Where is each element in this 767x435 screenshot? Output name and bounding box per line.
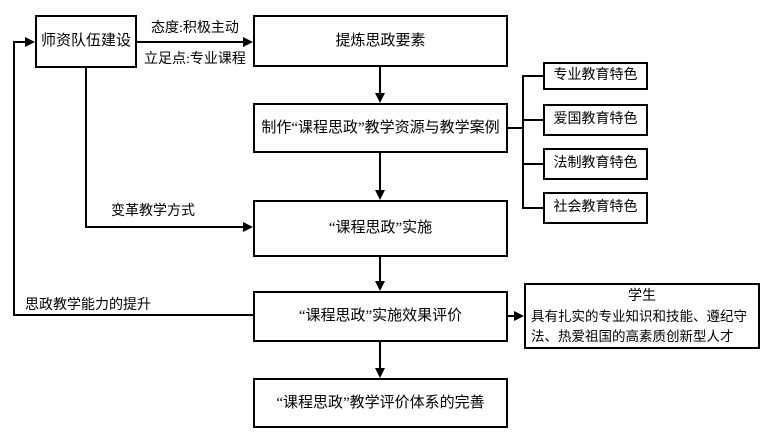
bracket-stub-social (522, 207, 543, 209)
bracket-stub-professional (522, 75, 543, 77)
edge-label-ability-improvement: 思政教学能力的提升 (25, 298, 151, 313)
bracket-vertical-line (522, 75, 524, 209)
edge-teacher-to-extract-line (137, 41, 245, 43)
edge-evaluation-to-system-arrowhead (375, 368, 385, 378)
edge-extract-to-create-arrowhead (375, 93, 385, 103)
box-extract-elements: 提炼思政要素 (253, 15, 508, 67)
edge-transform-horizontal-line (85, 226, 245, 228)
bracket-stub-patriotic (522, 119, 543, 121)
edge-feedback-top-line (13, 41, 26, 43)
edge-label-attitude: 态度:积极主动 (151, 21, 239, 36)
box-students-title: 学生 (628, 289, 656, 304)
box-feature-patriotic-label: 爱国教育特色 (553, 112, 638, 128)
edge-feedback-arrowhead (25, 37, 35, 47)
box-create-resources: 制作“课程思政”教学资源与教学案例 (253, 103, 508, 153)
bracket-stub-legal (522, 163, 543, 165)
edge-feedback-vertical-line (13, 41, 15, 316)
box-feature-legal: 法制教育特色 (543, 148, 648, 180)
edge-implementation-to-evaluation-arrowhead (375, 281, 385, 291)
box-feature-patriotic: 爱国教育特色 (543, 104, 648, 136)
edge-label-transform-teaching: 变革教学方式 (111, 204, 195, 219)
box-implementation: “课程思政”实施 (253, 200, 508, 257)
edge-extract-to-create-line (379, 67, 381, 94)
box-feature-professional: 专业教育特色 (543, 62, 648, 90)
box-extract-elements-label: 提炼思政要素 (335, 32, 426, 49)
edge-teacher-to-extract-arrowhead (243, 37, 253, 47)
edge-feedback-horizontal-line (13, 314, 253, 316)
box-implementation-label: “课程思政”实施 (328, 220, 433, 237)
edge-create-to-implementation-arrowhead (375, 190, 385, 200)
box-students: 学生 具有扎实的专业知识和技能、遵纪守法、热爱祖国的高素质创新型人才 (524, 283, 760, 349)
edge-evaluation-to-students-arrowhead (514, 311, 524, 321)
bracket-connector-line (508, 127, 524, 129)
edge-transform-arrowhead (243, 222, 253, 232)
box-effect-evaluation: “课程思政”实施效果评价 (253, 291, 508, 342)
box-create-resources-label: 制作“课程思政”教学资源与教学案例 (261, 119, 500, 136)
box-feature-legal-label: 法制教育特色 (553, 156, 638, 172)
edge-create-to-implementation-line (379, 153, 381, 191)
box-students-body: 具有扎实的专业知识和技能、遵纪守法、热爱祖国的高素质创新型人才 (531, 309, 747, 344)
edge-implementation-to-evaluation-line (379, 257, 381, 282)
box-feature-social: 社会教育特色 (543, 192, 648, 224)
edge-evaluation-to-students-line (508, 315, 516, 317)
box-feature-social-label: 社会教育特色 (553, 200, 638, 216)
box-evaluation-system: “课程思政”教学评价体系的完善 (253, 378, 508, 428)
box-effect-evaluation-label: “课程思政”实施效果评价 (298, 308, 463, 325)
box-evaluation-system-label: “课程思政”教学评价体系的完善 (276, 394, 485, 411)
edge-evaluation-to-system-line (379, 342, 381, 369)
box-feature-professional-label: 专业教育特色 (553, 68, 638, 84)
edge-label-foothold: 立足点:专业课程 (144, 52, 246, 67)
edge-transform-vertical-line (85, 68, 87, 228)
box-teacher-team: 师资队伍建设 (35, 15, 137, 68)
box-teacher-team-label: 师资队伍建设 (40, 33, 131, 50)
